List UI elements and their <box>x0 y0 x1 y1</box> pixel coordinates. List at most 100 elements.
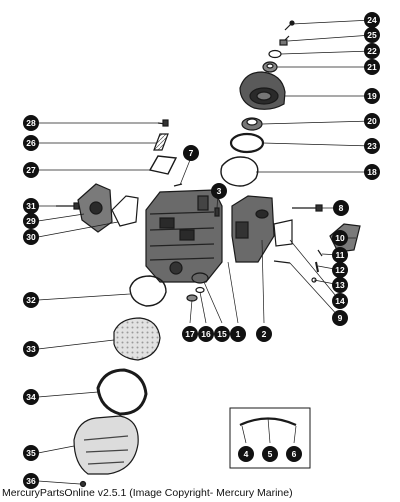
callout-27: 27 <box>23 162 39 178</box>
callout-7: 7 <box>183 145 199 161</box>
callout-circle <box>332 262 348 278</box>
callout-30: 30 <box>23 229 39 245</box>
callout-number: 18 <box>367 167 377 177</box>
callout-circle <box>183 145 199 161</box>
callout-number: 4 <box>244 449 249 459</box>
gasket-icon <box>129 275 167 307</box>
callout-number: 9 <box>338 313 343 323</box>
callout-circle <box>332 247 348 263</box>
callout-18: 18 <box>364 164 380 180</box>
callout-23: 23 <box>364 138 380 154</box>
callout-35: 35 <box>23 445 39 461</box>
inset-frame <box>229 407 311 469</box>
callout-number: 3 <box>217 186 222 196</box>
callout-number: 31 <box>26 201 36 211</box>
callout-number: 30 <box>26 232 36 242</box>
callout-number: 26 <box>26 138 36 148</box>
callout-number: 32 <box>26 295 36 305</box>
callout-29: 29 <box>23 213 39 229</box>
callout-21: 21 <box>364 59 380 75</box>
gasket-icon <box>96 368 148 416</box>
callout-number: 10 <box>335 233 345 243</box>
callout-10: 10 <box>332 230 348 246</box>
callout-16: 16 <box>198 326 214 342</box>
callout-number: 19 <box>367 91 377 101</box>
callout-number: 24 <box>367 15 377 25</box>
reed-stop-icon <box>153 133 169 151</box>
callout-17: 17 <box>182 326 198 342</box>
washer-icon <box>195 286 205 294</box>
callout-circle <box>364 59 380 75</box>
callout-circle <box>238 446 254 462</box>
callout-number: 25 <box>367 30 377 40</box>
crankcase-cover-icon <box>231 195 275 263</box>
gasket-icon <box>220 156 259 187</box>
pin-icon <box>317 249 323 257</box>
bolt-icon <box>56 202 80 210</box>
callout-circle <box>364 138 380 154</box>
callout-number: 12 <box>335 265 345 275</box>
callout-number: 20 <box>367 116 377 126</box>
callout-11: 11 <box>332 247 348 263</box>
callout-circle <box>364 88 380 104</box>
exhaust-cover-icon <box>73 415 139 475</box>
callout-26: 26 <box>23 135 39 151</box>
callout-number: 21 <box>367 62 377 72</box>
bearing-icon <box>191 272 209 284</box>
callout-28: 28 <box>23 115 39 131</box>
callout-5: 5 <box>262 446 278 462</box>
callout-number: 22 <box>367 46 377 56</box>
callout-circle <box>214 326 230 342</box>
callout-8: 8 <box>333 200 349 216</box>
callout-33: 33 <box>23 341 39 357</box>
callout-15: 15 <box>214 326 230 342</box>
cap-icon <box>239 71 286 110</box>
callout-circle <box>23 198 39 214</box>
callout-circle <box>364 164 380 180</box>
callout-number: 7 <box>189 148 194 158</box>
callout-circle <box>333 200 349 216</box>
bearing-icon <box>241 117 263 131</box>
callout-number: 27 <box>26 165 36 175</box>
callout-circle <box>256 326 272 342</box>
callout-circle <box>332 293 348 309</box>
callout-circle <box>23 473 39 489</box>
cylinder-block-icon <box>145 189 223 283</box>
callout-1: 1 <box>230 326 246 342</box>
callout-number: 5 <box>268 449 273 459</box>
bolt-icon <box>292 204 323 212</box>
callout-36: 36 <box>23 473 39 489</box>
bolt-icon <box>273 260 291 264</box>
callout-34: 34 <box>23 389 39 405</box>
callout-circle <box>364 27 380 43</box>
callout-3: 3 <box>211 183 227 199</box>
callout-number: 17 <box>185 329 195 339</box>
callout-circle <box>23 389 39 405</box>
callout-31: 31 <box>23 198 39 214</box>
callout-circle <box>230 326 246 342</box>
callout-number: 8 <box>339 203 344 213</box>
gasket-icon <box>111 195 139 227</box>
callout-circle <box>198 326 214 342</box>
callout-number: 35 <box>26 448 36 458</box>
callout-number: 16 <box>201 329 211 339</box>
callout-circle <box>23 229 39 245</box>
washer-icon <box>268 49 282 59</box>
callout-circle <box>332 310 348 326</box>
callout-number: 23 <box>367 141 377 151</box>
callout-number: 36 <box>26 476 36 486</box>
callout-19: 19 <box>364 88 380 104</box>
callout-circle <box>23 292 39 308</box>
callout-number: 11 <box>336 250 345 260</box>
callout-circle <box>23 115 39 131</box>
callout-number: 28 <box>26 118 36 128</box>
callout-2: 2 <box>256 326 272 342</box>
callout-circle <box>364 43 380 59</box>
callout-circle <box>23 135 39 151</box>
callout-32: 32 <box>23 292 39 308</box>
reed-plate-icon <box>148 155 178 175</box>
callout-circle <box>332 230 348 246</box>
callout-number: 13 <box>335 280 345 290</box>
callout-14: 14 <box>332 293 348 309</box>
callout-circle <box>211 183 227 199</box>
